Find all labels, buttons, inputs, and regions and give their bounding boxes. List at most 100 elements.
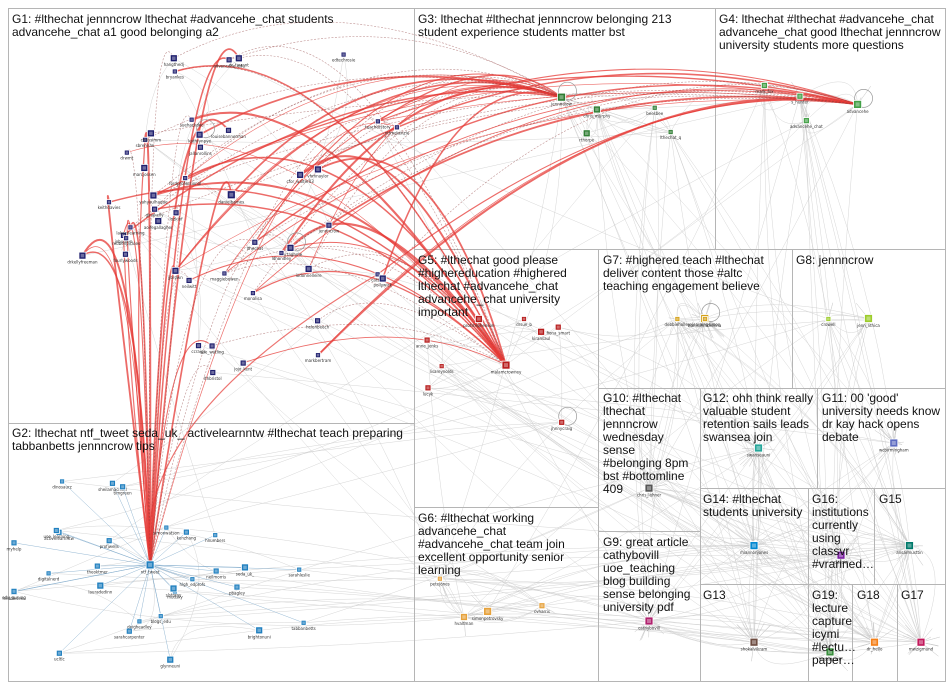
node-edtechrosie[interactable]: edtechrosie	[332, 51, 356, 63]
node-helenbeech[interactable]: helenbeech	[306, 317, 330, 330]
node-lthechat[interactable]: lthechat	[247, 238, 264, 251]
node-dr-tarrant[interactable]: dr_tarrant	[229, 54, 249, 67]
node-markbertram[interactable]: markbertram	[305, 352, 332, 364]
node-brightonuni[interactable]: brightonuni	[248, 626, 271, 640]
node-lucyk[interactable]: lucyk	[423, 384, 434, 397]
node-advancehe-chat[interactable]: advancehe_chat	[790, 117, 823, 130]
node-kunzhang[interactable]: kunzhang	[177, 528, 197, 541]
node-hangthedj[interactable]: hangthedj	[164, 54, 184, 67]
node-myhelp[interactable]: myhelp	[7, 539, 22, 552]
node-glynneuni[interactable]: glynneuni	[160, 655, 180, 669]
node-jhnnycraig[interactable]: jhnnycraig	[550, 418, 573, 431]
node-s-hunter[interactable]: s_hunter	[791, 92, 809, 105]
node-fourlywoods[interactable]: fourlywoods	[113, 250, 138, 263]
node-murtaghme[interactable]: murtaghme	[279, 243, 303, 257]
node-vhmnaylor[interactable]: vhmnaylor	[307, 165, 329, 179]
node-seda-uk-[interactable]: seda_uk_	[236, 563, 255, 577]
node-debbieholley[interactable]: debbieholley	[665, 316, 691, 328]
node-lisareynolds[interactable]: lisareynolds	[430, 363, 454, 375]
node-petejones[interactable]: petejones	[430, 575, 450, 587]
node-uoe-learning[interactable]: uoe_learning	[43, 527, 70, 539]
node-yahyaulhaque[interactable]: yahyaulhaque	[139, 191, 168, 205]
node-elearningsimon[interactable]: elearningsimon	[690, 316, 721, 328]
node-sue-watling[interactable]: sue_watling	[200, 342, 224, 355]
node-chris-lehner[interactable]: chris_lehner	[637, 483, 662, 498]
node-simonwatson[interactable]: simonwatson	[153, 524, 180, 536]
node-theoktmer[interactable]: theoktmer	[87, 562, 108, 575]
node-dvigheadley[interactable]: dvigheadley	[127, 618, 152, 630]
node-fiona-smart[interactable]: fiona_smart	[546, 323, 570, 336]
node-neilmorris[interactable]: neilmorris	[206, 567, 226, 580]
node-sheilamacneill[interactable]: sheilamacneill	[98, 479, 127, 492]
node-hvaltman[interactable]: hvaltman	[455, 613, 474, 627]
node-jjbrown[interactable]: jjbrown	[167, 266, 183, 280]
node-lakerslearning[interactable]: lakerslearning	[116, 224, 145, 236]
node-advancehe-edu[interactable]: advancehe_edu	[213, 56, 245, 69]
node-wcbirmingham[interactable]: wcbirmingham	[879, 438, 909, 453]
node-jojo-kent[interactable]: jojo_kent	[233, 359, 253, 372]
node-simonpetrovsky[interactable]: simonpetrovsky	[472, 607, 504, 621]
node-classvr[interactable]: classvr	[834, 550, 848, 565]
node-ldhandley[interactable]: ldhandley	[272, 250, 292, 262]
node-suehackdoc[interactable]: suehackdoc	[180, 116, 204, 128]
node-catbm[interactable]: catbm	[371, 271, 384, 283]
node-ccraigs[interactable]: ccraigs	[191, 342, 206, 355]
node-lectcapture[interactable]: lectcapture	[819, 647, 842, 662]
node-marcjossen[interactable]: marcjossen	[133, 164, 156, 177]
node-slstorey[interactable]: slstorey	[166, 584, 182, 598]
node-fordprofessional[interactable]: fordprofessional	[169, 175, 201, 187]
node-malamcrowney[interactable]: malamcrowney	[491, 360, 522, 375]
node-jennncrow[interactable]: jennncrow	[318, 221, 340, 234]
node-drsue-b[interactable]: drsue_b	[516, 316, 532, 328]
node-digitalnerd[interactable]: digitalnerd	[38, 570, 60, 582]
node-dr-hello[interactable]: dr_hello	[867, 637, 883, 652]
node-sarahleslie[interactable]: sarahleslie	[288, 566, 310, 578]
node-pbagley[interactable]: pbagley	[229, 583, 246, 596]
node-swanseauni[interactable]: swanseauni	[747, 443, 771, 458]
node-jallanrollins[interactable]: jallanrollins	[188, 143, 212, 156]
node-louisebannerman[interactable]: louisebannerman	[211, 126, 246, 139]
node-cfor-walter03[interactable]: cfor_walter03	[286, 170, 314, 184]
node-lauradedinn[interactable]: lauradedinn	[88, 581, 113, 595]
node-hlgh-edprofs[interactable]: hlgh_edprofs	[179, 576, 205, 588]
node-chrissimm[interactable]: chrissimm	[141, 129, 162, 143]
node-reubenpickles[interactable]: reubenpickles	[112, 235, 140, 247]
node-anne-jenks[interactable]: anne_jenks	[416, 336, 439, 349]
node-profstephenson[interactable]: profstephenson	[463, 315, 495, 329]
node-aoifegallagher[interactable]: aoifegallagher	[144, 217, 173, 231]
node-hnumbers[interactable]: hnumbers	[205, 532, 225, 544]
node-mwzigmund[interactable]: mwzigmund	[909, 637, 934, 652]
node-ansarmusttin[interactable]: ansarmusttin	[896, 541, 923, 556]
node-ucltlc[interactable]: ucltlc	[54, 649, 65, 662]
node-rhiannonjones[interactable]: rhiannonjones	[740, 541, 768, 556]
node-cathybovill[interactable]: cathybovill	[638, 616, 660, 631]
node-rthorpe[interactable]: rthorpe	[579, 129, 595, 143]
node-pollywick[interactable]: pollywick	[373, 274, 393, 288]
node-bryankes[interactable]: bryankes	[166, 68, 184, 80]
node-lozkinf[interactable]: lozkinf	[170, 209, 184, 222]
node-lthechat-q[interactable]: lthechat_q	[660, 129, 682, 141]
node-edu-gurung[interactable]: edu_gurung	[2, 587, 26, 600]
node-kathrynpye[interactable]: kathrynpye	[188, 130, 211, 144]
node-jennncrow[interactable]: jennncrow	[550, 92, 573, 107]
node-beesbee[interactable]: beesbee	[646, 104, 664, 116]
node-tabbanbetts[interactable]: tabbanbetts	[291, 619, 316, 631]
node-shokalvikram[interactable]: shokalvikram	[741, 637, 768, 652]
node-ntfmckenzie[interactable]: ntfmckenzie	[385, 124, 410, 136]
node-monalisa[interactable]: monalisa	[244, 290, 263, 302]
node-drwmt[interactable]: drwmt	[120, 149, 134, 161]
node-mark-fox[interactable]: mark_fox	[755, 82, 774, 94]
node-lthbristol[interactable]: lthbristol	[204, 369, 222, 382]
node-ntf-tweet[interactable]: ntf_tweet	[141, 560, 160, 575]
node-crowell[interactable]: crowell	[821, 316, 835, 328]
node-keithdavies[interactable]: keithdavies	[98, 199, 121, 211]
node-drkellyfreeman[interactable]: drkellyfreeman	[67, 251, 98, 265]
node-danielbarnes[interactable]: danielbarnes	[218, 190, 244, 205]
node-ginakelly[interactable]: ginakelly	[146, 205, 164, 218]
node-jenn-lithica[interactable]: jenn_lithica	[856, 314, 880, 329]
node-sarahcarpenter[interactable]: sarahcarpenter	[114, 627, 145, 640]
node-maggiebowen[interactable]: maggiebowen	[210, 270, 239, 282]
node-teacherstory[interactable]: teacherstory	[365, 118, 391, 130]
node-cvharris[interactable]: cvharris	[534, 602, 550, 615]
node-neilwitt[interactable]: neilwitt	[182, 277, 197, 289]
